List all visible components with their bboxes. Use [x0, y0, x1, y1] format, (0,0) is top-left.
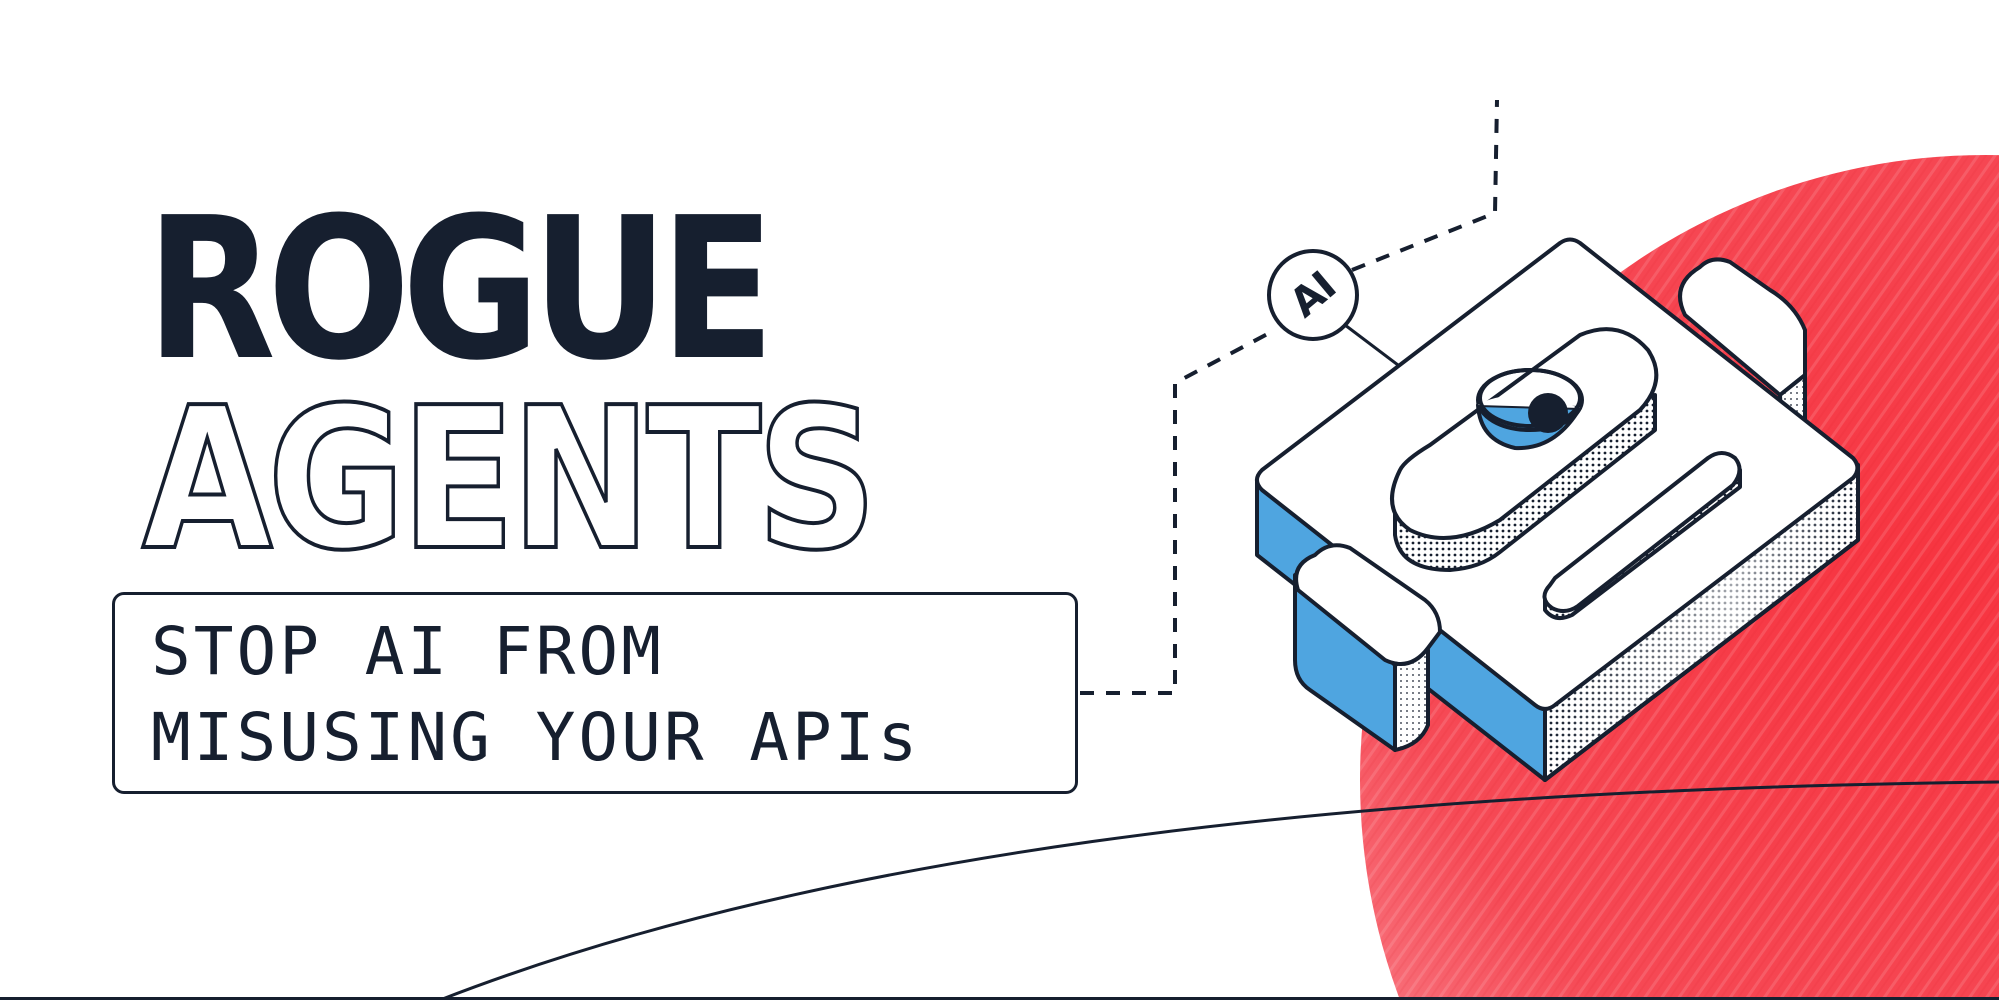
robot-illustration [1255, 237, 1860, 782]
headline-agents: AGENTS [140, 366, 879, 594]
robot-eye [1476, 368, 1584, 451]
subtitle-box: STOP AI FROM MISUSING YOUR APIs [112, 592, 1078, 794]
bottom-border-line [0, 997, 1999, 1000]
subtitle-line-1: STOP AI FROM [151, 613, 664, 690]
subtitle-line-2: MISUSING YOUR APIs [151, 699, 921, 776]
horizon-curve [439, 780, 1999, 1000]
headline-rogue: ROGUE [146, 176, 775, 404]
ai-badge [1267, 249, 1399, 367]
robot-ear-left [1293, 543, 1442, 752]
robot-mouth [1542, 451, 1742, 621]
